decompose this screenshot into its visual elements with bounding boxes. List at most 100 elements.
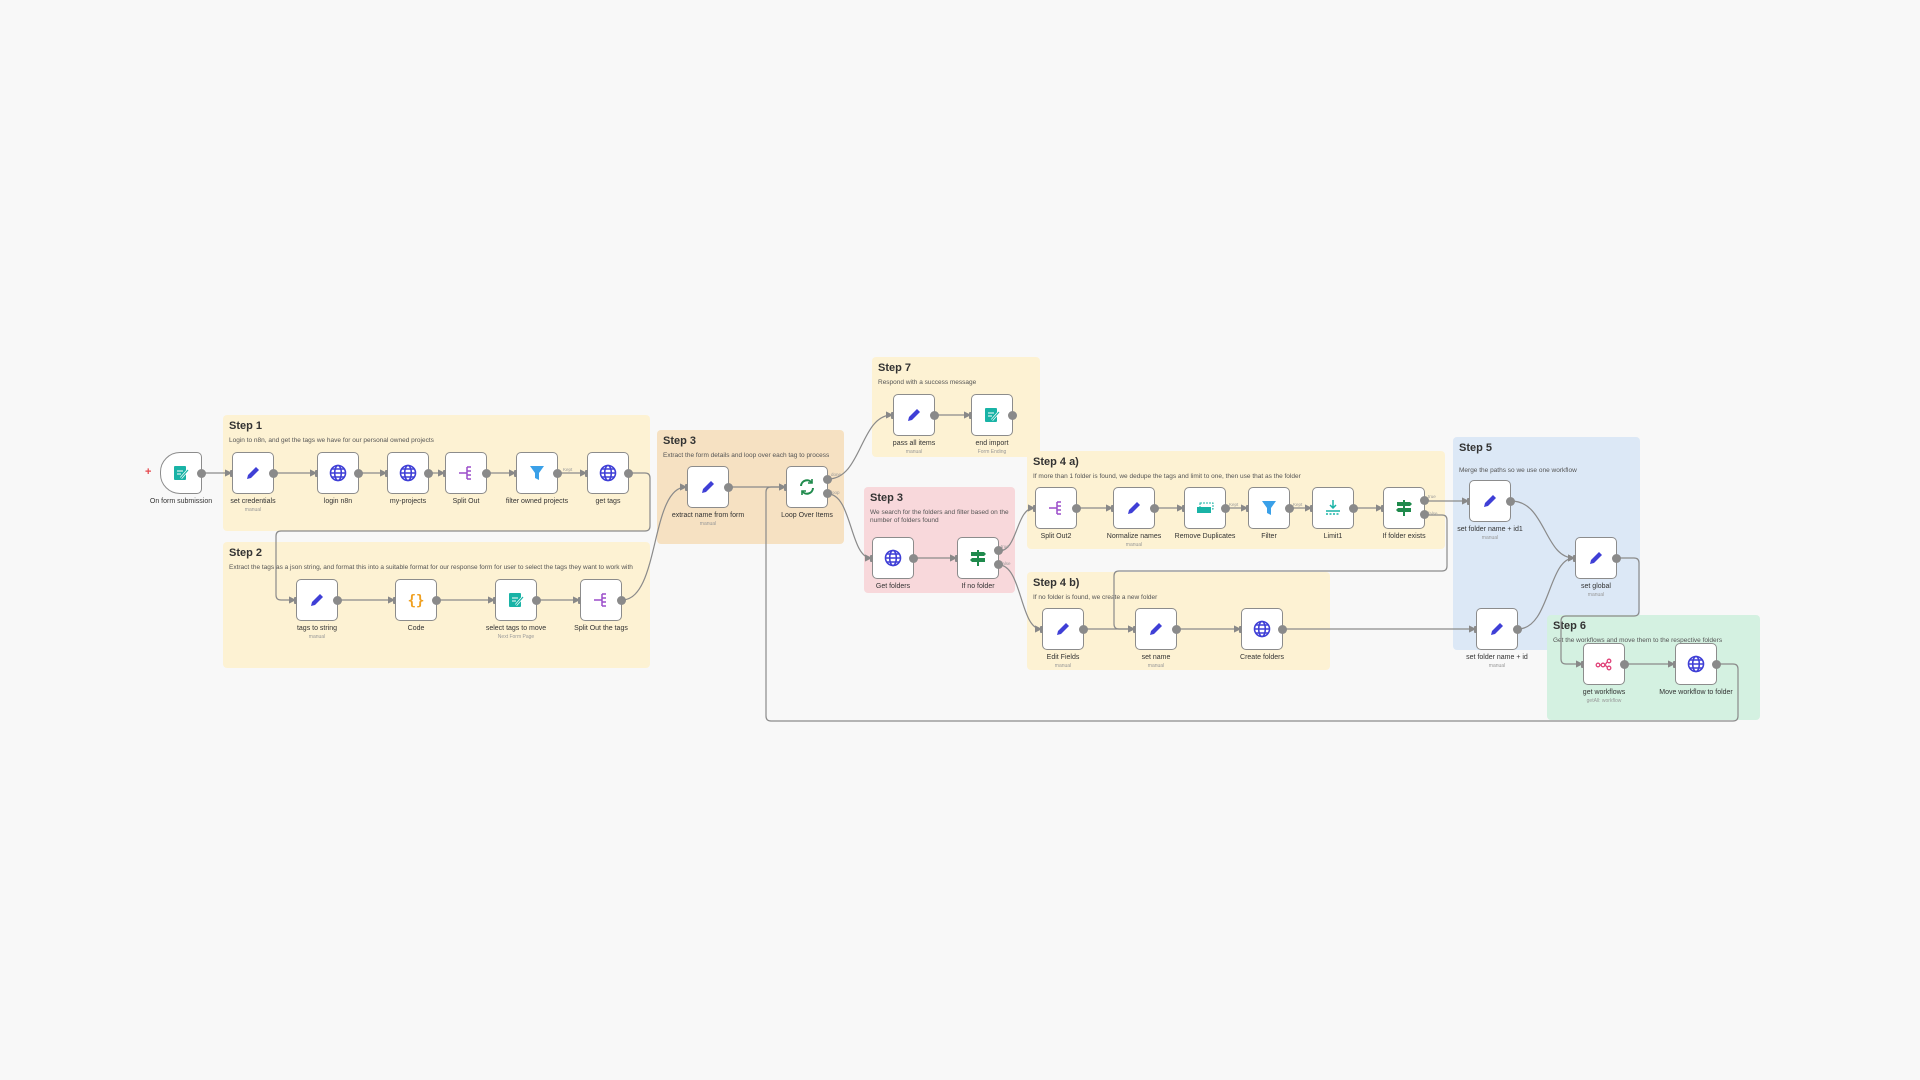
output-handle[interactable]: [1150, 504, 1159, 513]
node-subtitle: Form Ending: [977, 449, 1007, 455]
input-handle[interactable]: [1033, 505, 1036, 512]
node-remove-duplicates[interactable]: Remove Duplicates: [1175, 487, 1235, 540]
input-handle[interactable]: [1246, 505, 1249, 512]
output-handle[interactable]: [424, 469, 433, 478]
node-loop-over-items[interactable]: Loop Over Items: [781, 466, 833, 519]
node-split-out[interactable]: Split Out: [443, 452, 491, 505]
output-handle[interactable]: [1172, 625, 1181, 634]
node-get-tags[interactable]: get tags: [585, 452, 633, 505]
node-create-folders[interactable]: Create folders: [1239, 608, 1287, 661]
output-handle[interactable]: [532, 596, 541, 605]
input-handle[interactable]: [1573, 555, 1576, 562]
input-handle[interactable]: [1310, 505, 1313, 512]
output-handle[interactable]: [269, 469, 278, 478]
output-handle[interactable]: [823, 475, 832, 484]
input-handle[interactable]: [585, 470, 588, 477]
node-split-out2[interactable]: Split Out2: [1033, 487, 1081, 540]
output-handle[interactable]: [333, 596, 342, 605]
output-handle[interactable]: [624, 469, 633, 478]
input-handle[interactable]: [514, 470, 517, 477]
output-handle[interactable]: [354, 469, 363, 478]
input-handle[interactable]: [891, 412, 894, 419]
node-code[interactable]: {}Code: [393, 579, 441, 632]
output-handle[interactable]: [1420, 510, 1429, 519]
output-handle[interactable]: [482, 469, 491, 478]
node-subtitle: manual: [1147, 663, 1165, 669]
output-handle[interactable]: [1349, 504, 1358, 513]
input-handle[interactable]: [1581, 661, 1584, 668]
node-split-out-the-tags[interactable]: Split Out the tags: [574, 579, 628, 632]
node-filter[interactable]: Filter: [1246, 487, 1294, 540]
node-on-form-submission[interactable]: On form submission: [150, 452, 212, 505]
input-handle[interactable]: [1673, 661, 1676, 668]
input-handle[interactable]: [1381, 505, 1384, 512]
node-get-folders[interactable]: Get folders: [870, 537, 918, 590]
output-handle[interactable]: [1008, 411, 1017, 420]
input-handle[interactable]: [393, 597, 396, 604]
node-if-folder-exists[interactable]: If folder exists: [1381, 487, 1429, 540]
output-handle[interactable]: [1278, 625, 1287, 634]
output-handle[interactable]: [1221, 504, 1230, 513]
add-trigger-icon[interactable]: +: [145, 466, 152, 478]
node-move-workflow-to-folder[interactable]: Move workflow to folder: [1659, 643, 1733, 696]
input-handle[interactable]: [1467, 498, 1470, 505]
input-handle[interactable]: [1040, 626, 1043, 633]
node-limit1[interactable]: Limit1: [1310, 487, 1358, 540]
input-handle[interactable]: [1182, 505, 1185, 512]
output-handle[interactable]: [930, 411, 939, 420]
input-handle[interactable]: [443, 470, 446, 477]
input-handle[interactable]: [385, 470, 388, 477]
node-my-projects[interactable]: my-projects: [385, 452, 433, 505]
input-handle[interactable]: [578, 597, 581, 604]
split-out-icon: [591, 590, 611, 610]
node-login-n8n[interactable]: login n8n: [315, 452, 363, 505]
input-handle[interactable]: [315, 470, 318, 477]
output-handle[interactable]: [1513, 625, 1522, 634]
input-handle[interactable]: [685, 484, 688, 491]
output-handle[interactable]: [1612, 554, 1621, 563]
input-handle[interactable]: [870, 555, 873, 562]
output-handle[interactable]: [1506, 497, 1515, 506]
output-handle[interactable]: [1420, 496, 1429, 505]
output-handle[interactable]: [553, 469, 562, 478]
input-handle[interactable]: [230, 470, 233, 477]
node-if-no-folder[interactable]: If no folder: [955, 537, 1003, 590]
output-handle[interactable]: [994, 546, 1003, 555]
input-handle[interactable]: [969, 412, 972, 419]
output-handle[interactable]: [1620, 660, 1629, 669]
output-handle[interactable]: [909, 554, 918, 563]
input-handle[interactable]: [294, 597, 297, 604]
input-handle[interactable]: [1133, 626, 1136, 633]
input-handle[interactable]: [1239, 626, 1242, 633]
output-handle[interactable]: [1079, 625, 1088, 634]
input-handle[interactable]: [955, 555, 958, 562]
node-filter-owned-projects[interactable]: filter owned projects: [506, 452, 568, 505]
input-handle[interactable]: [1111, 505, 1114, 512]
input-handle[interactable]: [1474, 626, 1477, 633]
output-handle[interactable]: [617, 596, 626, 605]
output-handle[interactable]: [1712, 660, 1721, 669]
output-handle[interactable]: [1072, 504, 1081, 513]
input-handle[interactable]: [493, 597, 496, 604]
output-handle[interactable]: [823, 489, 832, 498]
output-handle[interactable]: [432, 596, 441, 605]
output-handle[interactable]: [994, 560, 1003, 569]
output-handle[interactable]: [197, 469, 206, 478]
output-handle[interactable]: [1285, 504, 1294, 513]
output-handle[interactable]: [724, 483, 733, 492]
input-handle[interactable]: [784, 484, 787, 491]
